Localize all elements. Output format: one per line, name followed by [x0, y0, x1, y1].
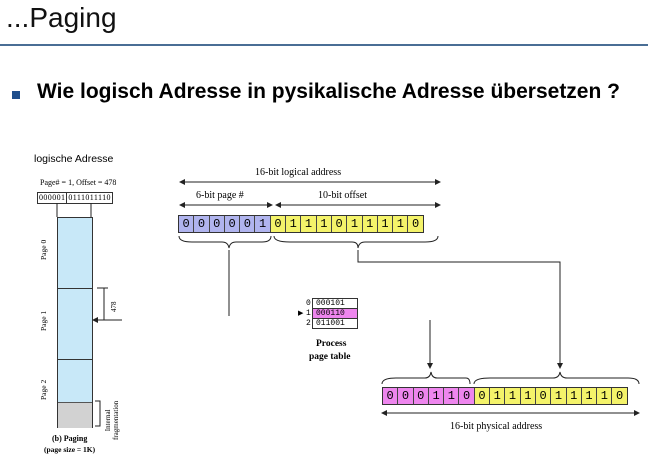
- physical-offset-bit: 0: [474, 388, 491, 404]
- logical-offset-bit: 0: [331, 216, 348, 232]
- figure-caption-sub: (page size = 1K): [44, 445, 96, 454]
- physical-offset-bit: 1: [520, 388, 536, 404]
- physical-offset-bit: 1: [566, 388, 582, 404]
- logical-offset-bit: 1: [286, 216, 302, 232]
- memory-page-0: [58, 218, 92, 289]
- physical-frame-bit: 1: [444, 388, 460, 404]
- logical-page-bit: 0: [209, 216, 225, 232]
- physical-frame-bit: 0: [413, 388, 429, 404]
- row-pointer-icon: ▶: [298, 310, 304, 317]
- page-table-index: 2: [306, 319, 311, 328]
- internal-fragmentation-area: [58, 402, 92, 428]
- logical-offset-bit: 0: [408, 216, 423, 232]
- logical-address-title: 16-bit logical address: [255, 167, 342, 178]
- physical-frame-bit: 0: [459, 388, 475, 404]
- logical-address-note: logische Adresse: [34, 153, 114, 165]
- logical-offset-bit: 1: [301, 216, 317, 232]
- logical-page-bit: 0: [240, 216, 256, 232]
- physical-offset-bit: 1: [505, 388, 521, 404]
- physical-offset-bit: 1: [490, 388, 506, 404]
- offset-label: 10-bit offset: [318, 190, 367, 201]
- figure-caption: (b) Paging: [52, 434, 88, 443]
- physical-frame-bit: 0: [398, 388, 414, 404]
- physical-address-title: 16-bit physical address: [450, 421, 543, 432]
- page-table-index: 1: [306, 309, 311, 318]
- slide-heading: Wie logisch Adresse in pysikalische Adre…: [37, 80, 620, 103]
- page-table-caption: Process: [316, 339, 347, 349]
- physical-offset-bit: 0: [612, 388, 627, 404]
- logical-page-bit: 0: [179, 216, 195, 232]
- physical-address-bits: 0 0 0 1 1 0 0 1 1 1 0 1 1 1 1 0: [382, 387, 628, 405]
- logical-offset-bit: 1: [377, 216, 394, 232]
- physical-frame-bit: 1: [428, 388, 445, 404]
- address-page-part: 000001: [39, 193, 66, 202]
- memory-page-1: [58, 289, 92, 360]
- memory-page-2: [58, 360, 92, 402]
- physical-offset-bit: 0: [535, 388, 552, 404]
- page-table-row: 2 011001: [306, 318, 358, 329]
- address-offset-part: 0111011110: [66, 193, 111, 203]
- page-offset-info: Page# = 1, Offset = 478: [40, 178, 117, 187]
- page-number-label: 6-bit page #: [196, 190, 244, 201]
- logical-address-bits: 0 0 0 0 0 1 0 1 1 1 0 1 1 1 1 0: [178, 215, 424, 233]
- logical-offset-bit: 0: [270, 216, 287, 232]
- logical-offset-bit: 1: [393, 216, 409, 232]
- logical-offset-bit: 1: [347, 216, 363, 232]
- logical-page-bit: 1: [255, 216, 271, 232]
- page-table-index: 0: [306, 299, 311, 308]
- physical-offset-bit: 1: [581, 388, 598, 404]
- page-table-value: 011001: [316, 319, 345, 328]
- bullet-square-icon: [12, 91, 20, 99]
- slide-title: ...Paging: [6, 2, 117, 33]
- physical-offset-bit: 1: [597, 388, 613, 404]
- title-divider: [0, 44, 648, 46]
- page-table-value: 000101: [316, 299, 345, 308]
- physical-frame-bit: 0: [383, 388, 399, 404]
- logical-page-bit: 0: [224, 216, 241, 232]
- logical-page-bit: 0: [194, 216, 210, 232]
- logical-offset-bit: 1: [316, 216, 332, 232]
- physical-offset-bit: 1: [551, 388, 567, 404]
- page-table-caption-sub: page table: [309, 352, 351, 362]
- page-table-value: 000110: [316, 309, 345, 318]
- address-box: 000001 0111011110: [37, 192, 113, 204]
- logical-offset-bit: 1: [362, 216, 378, 232]
